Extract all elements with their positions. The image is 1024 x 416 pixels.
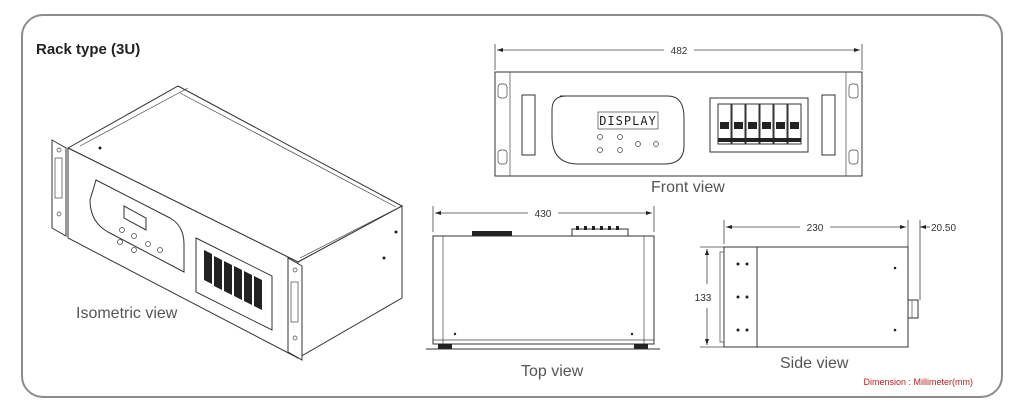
isometric-view-label: Isometric view [76,305,178,322]
top-view-drawing: 430 [426,206,660,350]
front-view-drawing: 482 DISPLAY [494,44,863,177]
front-left-handle [521,94,536,156]
iso-right-ear [287,257,303,361]
side-height-dim: 133 [695,293,712,304]
front-view-label: Front view [651,179,725,196]
front-display-window [597,111,659,130]
diagram-title: Rack type (3U) [36,41,141,58]
top-view-label: Top view [521,363,584,380]
front-right-handle [821,94,836,156]
top-terminal-block [571,228,629,237]
side-protrusion-dim: 20.50 [931,223,956,234]
isometric-drawing [51,85,404,361]
side-rack-ear [719,251,725,343]
front-breakers [717,103,802,145]
diagram-frame [21,14,1003,398]
front-display-panel [551,95,685,165]
side-depth-dim: 230 [807,223,824,234]
iso-display-window [123,205,147,231]
front-width-dim: 482 [671,46,688,57]
iso-breakers [204,250,262,310]
iso-left-ear [51,139,67,237]
dimension-unit-note: Dimension : Millimeter(mm) [863,377,973,387]
side-terminal [907,299,919,319]
side-view-label: Side view [780,355,849,372]
top-terminal-pins [576,226,619,230]
top-body [432,235,655,345]
iso-display-panel [89,179,185,273]
side-view-drawing: 230 20.50 133 [695,220,956,348]
display-label: DISPLAY [599,114,657,128]
top-connector-left [472,231,512,236]
top-width-dim: 430 [535,209,552,220]
side-body [723,246,909,348]
